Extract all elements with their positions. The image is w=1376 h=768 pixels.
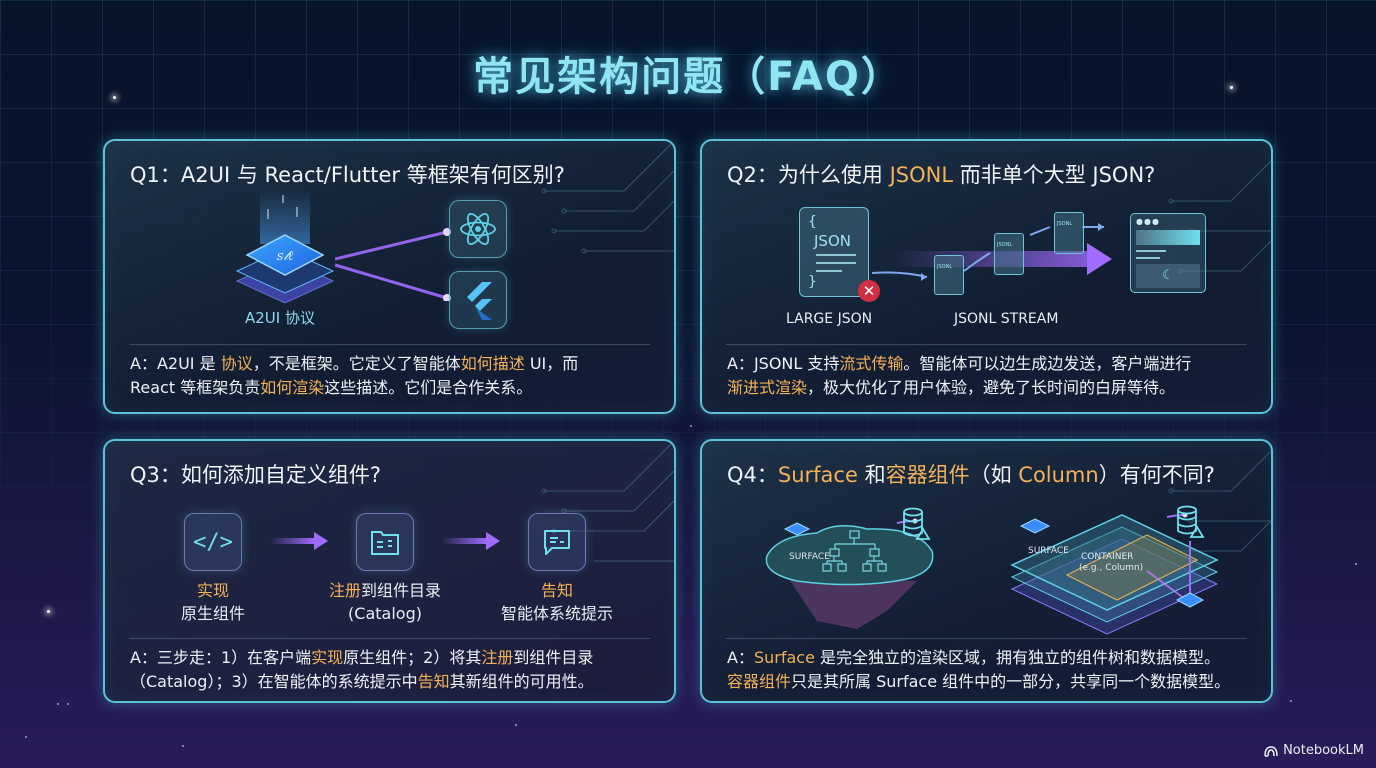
faq-card-q1: Q1：A2UI 与 React/Flutter 等框架有何区别? ꜱ𝓁ℓ A2U… [103,139,676,414]
protocol-chip-icon: ꜱ𝓁ℓ [235,189,335,304]
connection-beams [335,228,451,301]
faq-card-q3: Q3：如何添加自定义组件? </> 实现原生组件 注册到组件目录(Catalog… [103,439,676,703]
notebooklm-logo-icon [1264,745,1278,757]
star [1230,86,1233,89]
star [1290,700,1292,702]
jsonl-stream-label: JSONL STREAM [954,311,1059,327]
large-json-label: LARGE JSON [786,311,873,327]
divider [726,344,1247,345]
large-json-document-icon: { JSON } [799,207,869,297]
answer-q1: A：A2UI 是 协议，不是框架。它定义了智能体如何描述 UI，而 React … [130,354,579,397]
container-sub-label: (e.g., Column) [1079,563,1144,573]
answer-q2: A：JSONL 支持流式传输。智能体可以边生成边发送，客户端进行 渐进式渲染，极… [727,354,1192,397]
notebooklm-brand: NotebookLM [1264,743,1364,758]
svg-text:ꜱ𝓁ℓ: ꜱ𝓁ℓ [277,249,294,264]
database-icon [902,507,932,545]
step-3-label: 告知智能体系统提示 [500,581,613,623]
arrow-right-icon [442,532,500,550]
circuit-decoration [1168,160,1271,274]
step-2-label: 注册到组件目录(Catalog) [328,581,442,623]
circuit-decoration [1168,450,1271,552]
chip-label: A2UI 协议 [245,309,315,327]
star [67,703,69,705]
star [515,724,517,726]
folder-catalog-icon [356,513,414,571]
surface-island-illustration [765,518,934,629]
answer-q3: A：三步走：1）在客户端实现原生组件；2）将其注册到组件目录 （Catalog）… [130,648,594,691]
container-label: CONTAINER [1081,552,1134,562]
circuit-decoration [541,441,674,562]
star [47,610,50,613]
jsonl-chunk-icon: JSONL [994,233,1024,275]
react-icon [449,200,507,258]
surface-container-illustration [1010,512,1219,635]
faq-card-q2: Q2：为什么使用 JSONL 而非单个大型 JSON? { JSON } ✕ L… [700,139,1273,414]
close-icon: ✕ [858,280,880,302]
divider [129,638,650,639]
divider [129,344,650,345]
arrow-right-icon [270,532,328,550]
question-q2: Q2：为什么使用 JSONL 而非单个大型 JSON? [727,163,1156,187]
question-q4: Q4：Surface 和容器组件（如 Column）有何不同? [727,463,1215,487]
page-title: 常见架构问题（FAQ） [473,54,903,100]
star [182,745,184,747]
flutter-icon [449,271,507,329]
answer-q4: A：Surface 是完全独立的渲染区域，拥有独立的组件树和数据模型。 容器组件… [727,648,1231,691]
circuit-decoration [541,141,674,254]
browser-window-icon: ●●● ☾ [1130,213,1206,293]
database-icon [1176,505,1206,543]
star [113,96,116,99]
star [57,703,59,705]
jsonl-chunk-icon: JSONL [1054,212,1084,254]
question-q1: Q1：A2UI 与 React/Flutter 等框架有何区别? [130,163,565,187]
star [1355,563,1357,565]
surface-label-left: SURFACE [789,552,830,562]
question-q3: Q3：如何添加自定义组件? [130,463,382,487]
loading-spinner-icon: ☾ [1136,264,1200,288]
step-1-label: 实现原生组件 [180,581,245,623]
divider [726,638,1247,639]
faq-card-q4: Q4：Surface 和容器组件（如 Column）有何不同? SURFACE … [700,439,1273,703]
star [25,736,27,738]
star [690,425,692,427]
surface-label-right: SURFACE [1028,546,1069,556]
code-icon: </> [184,513,242,571]
jsonl-chunk-icon: JSONL [934,255,964,295]
chat-message-icon [528,513,586,571]
